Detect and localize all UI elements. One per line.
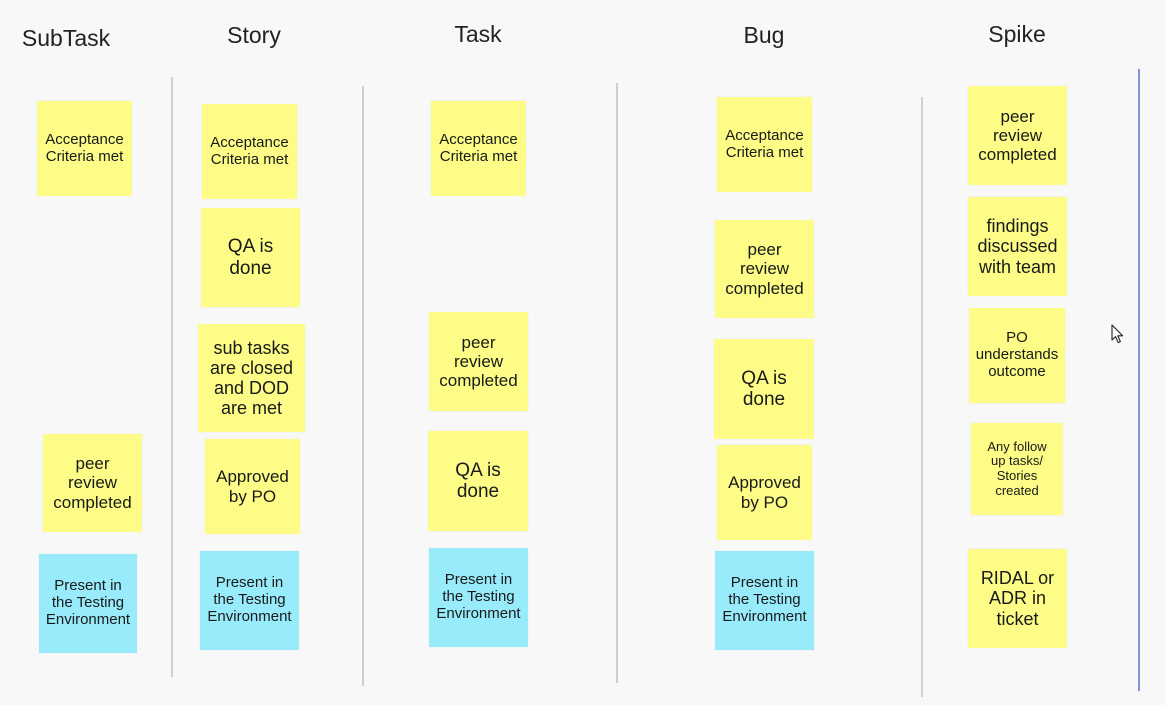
sticky-note-spike-peer-review[interactable]: peer review completed <box>968 86 1067 185</box>
board-right-edge <box>1138 69 1140 691</box>
sticky-note-spike-follow-up[interactable]: Any follow up tasks/ Stories created <box>971 423 1063 515</box>
sticky-note-story-subtasks-closed[interactable]: sub tasks are closed and DOD are met <box>198 324 305 432</box>
column-divider <box>362 86 364 686</box>
sticky-note-bug-approved[interactable]: Approved by PO <box>717 445 812 540</box>
sticky-note-subtask-acceptance[interactable]: Acceptance Criteria met <box>37 101 132 196</box>
sticky-note-bug-testing-env[interactable]: Present in the Testing Environment <box>715 551 814 650</box>
sticky-note-task-testing-env[interactable]: Present in the Testing Environment <box>429 548 528 647</box>
column-divider <box>616 83 618 683</box>
sticky-note-story-approved[interactable]: Approved by PO <box>205 439 300 534</box>
sticky-note-subtask-peer-review[interactable]: peer review completed <box>43 434 142 532</box>
sticky-note-spike-po-understands[interactable]: PO understands outcome <box>969 308 1065 403</box>
sticky-note-bug-qa[interactable]: QA is done <box>714 339 814 439</box>
sticky-note-task-peer-review[interactable]: peer review completed <box>429 312 528 411</box>
sticky-note-bug-acceptance[interactable]: Acceptance Criteria met <box>717 97 812 192</box>
sticky-note-story-acceptance[interactable]: Acceptance Criteria met <box>202 104 297 199</box>
column-divider <box>171 77 173 677</box>
column-title-bug: Bug <box>743 22 785 48</box>
column-title-task: Task <box>454 21 502 47</box>
column-title-story: Story <box>227 22 281 48</box>
sticky-note-task-qa[interactable]: QA is done <box>428 431 528 531</box>
sticky-note-spike-findings[interactable]: findings discussed with team <box>968 197 1067 296</box>
sticky-note-story-qa[interactable]: QA is done <box>201 208 300 307</box>
sticky-note-bug-peer-review[interactable]: peer review completed <box>715 220 814 318</box>
sticky-note-task-acceptance[interactable]: Acceptance Criteria met <box>431 101 526 196</box>
column-title-subtask: SubTask <box>21 25 111 51</box>
sticky-note-story-testing-env[interactable]: Present in the Testing Environment <box>200 551 299 650</box>
column-divider <box>921 97 923 697</box>
sticky-note-subtask-testing-env[interactable]: Present in the Testing Environment <box>39 554 137 653</box>
column-title-spike: Spike <box>988 21 1046 47</box>
mouse-pointer-icon <box>1111 324 1124 344</box>
sticky-note-spike-ridal[interactable]: RIDAL or ADR in ticket <box>968 549 1067 648</box>
